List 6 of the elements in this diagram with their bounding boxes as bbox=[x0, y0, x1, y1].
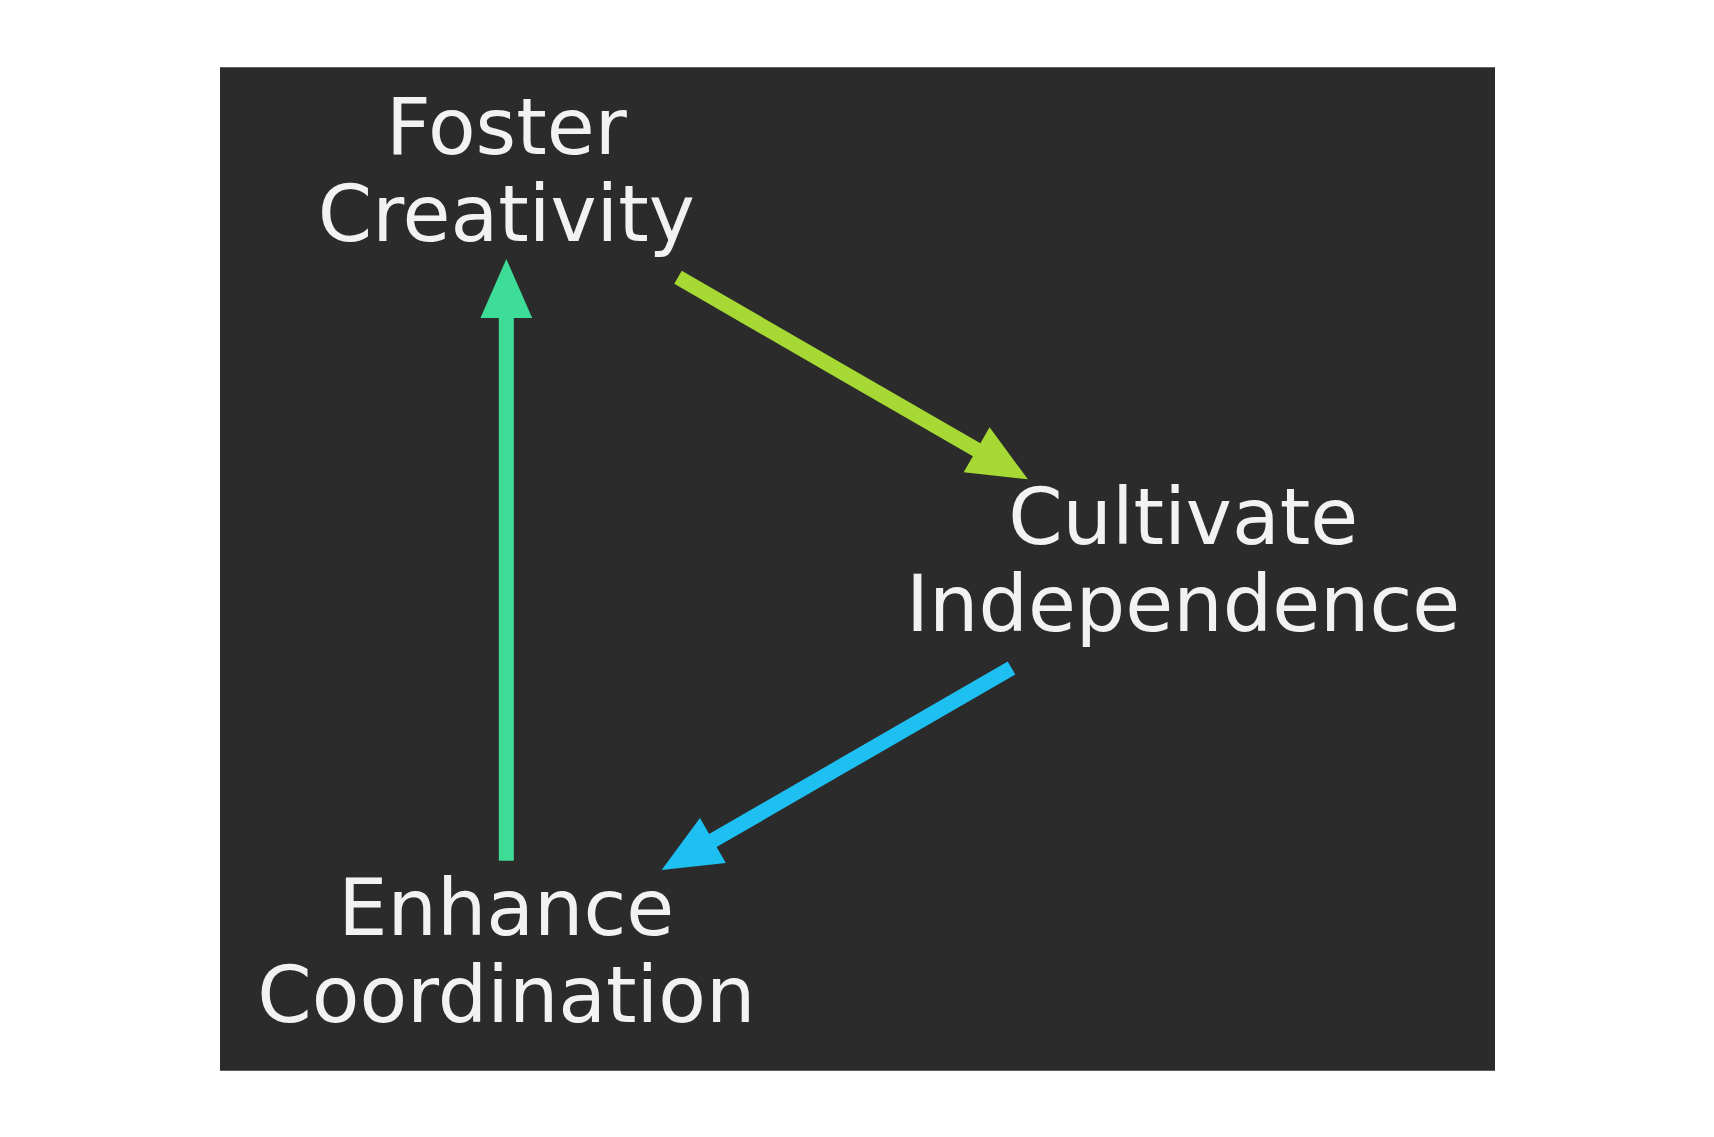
arrow bbox=[673, 270, 1028, 479]
arrow bbox=[479, 258, 532, 861]
arrow bbox=[661, 661, 1015, 870]
node-text: Enhance Coordination bbox=[256, 862, 755, 1040]
node-text: Cultivate Independence bbox=[905, 471, 1460, 649]
node-text: Foster Creativity bbox=[317, 81, 695, 259]
